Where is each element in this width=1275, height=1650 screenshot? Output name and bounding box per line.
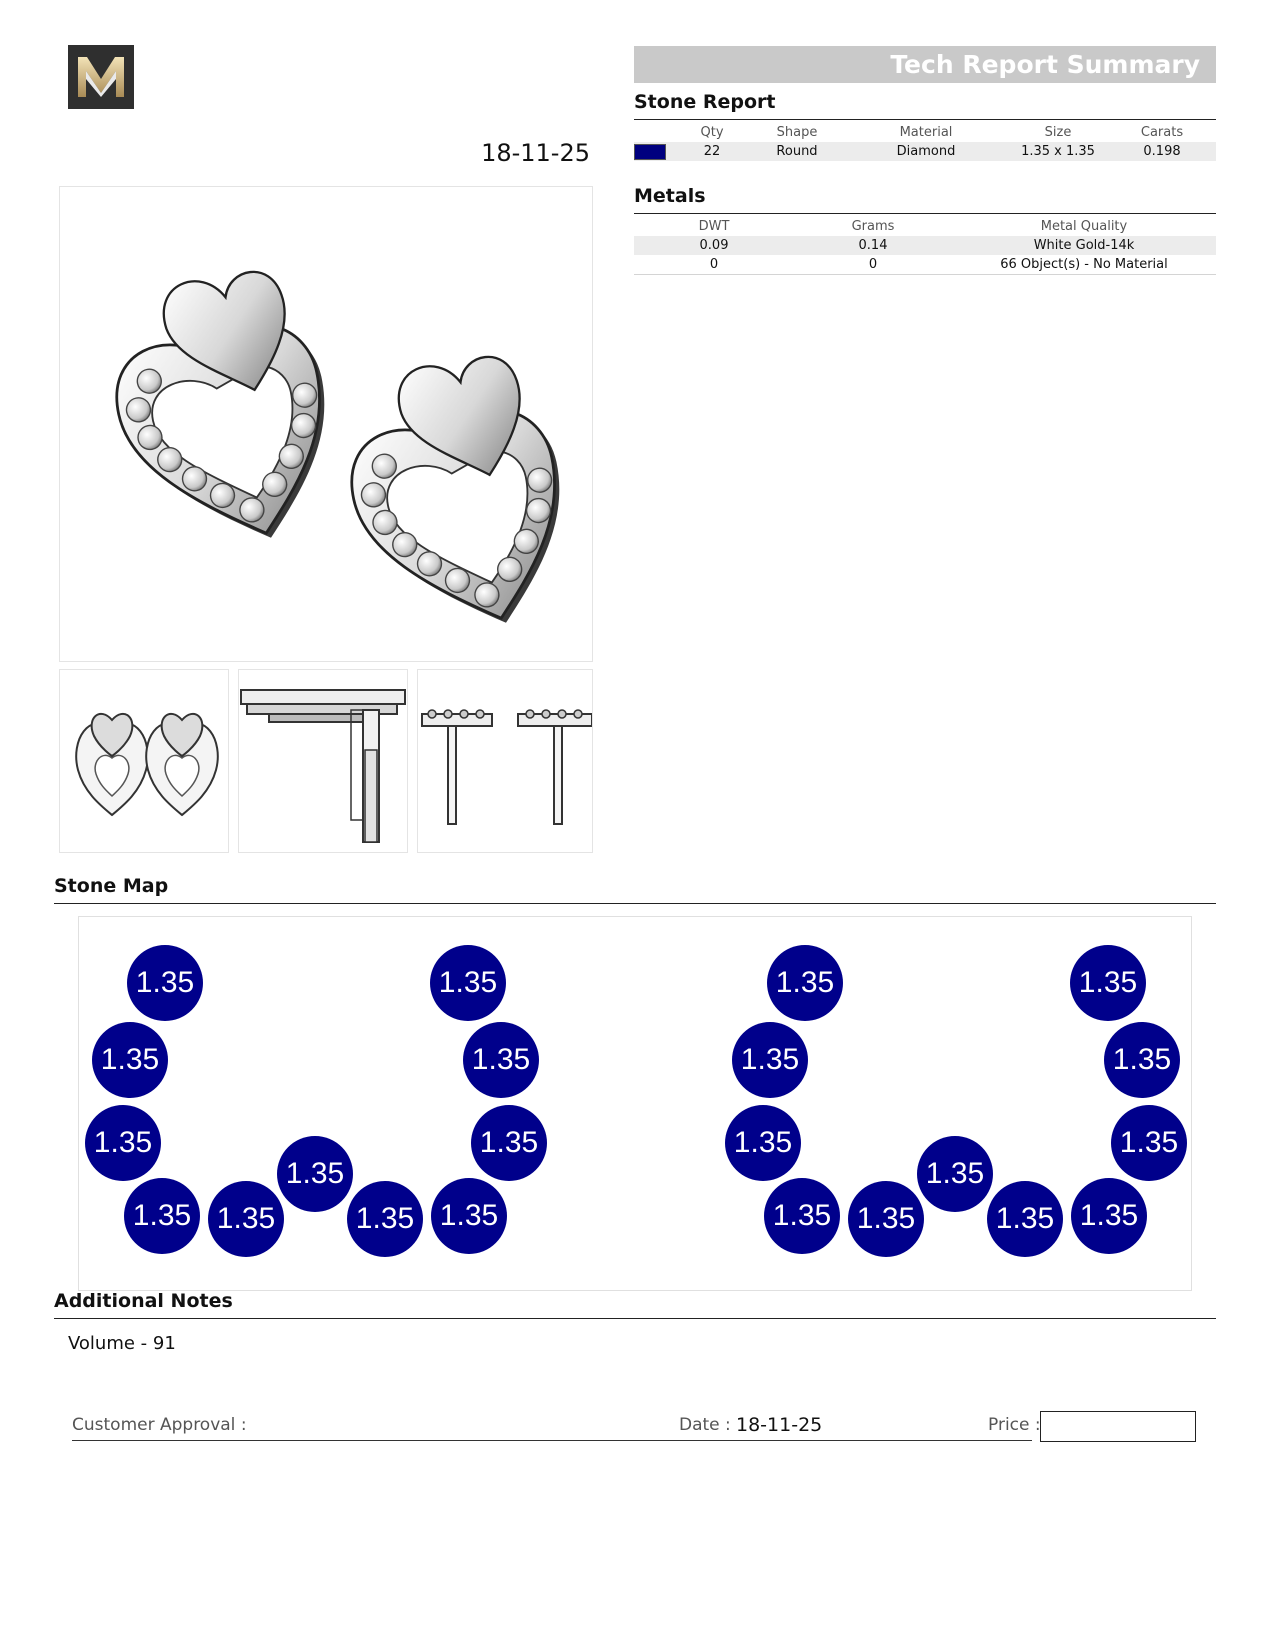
- report-title-bar: Tech Report Summary: [634, 46, 1216, 83]
- table-row: 0 0 66 Object(s) - No Material: [634, 255, 1216, 275]
- metal-grams: 0.14: [794, 236, 952, 255]
- additional-notes-title: Additional Notes: [54, 1290, 233, 1312]
- document-date: 18-11-25: [481, 139, 590, 167]
- column-header-grams: Grams: [851, 218, 895, 234]
- metals-header-row: DWT Grams Metal Quality: [634, 216, 1216, 236]
- stone-qty: 22: [674, 142, 750, 161]
- metal-quality: White Gold-14k: [952, 236, 1216, 255]
- stone-marker: 1.35: [127, 945, 203, 1021]
- table-row: 0.09 0.14 White Gold-14k: [634, 236, 1216, 255]
- additional-notes-rule: [54, 1318, 1216, 1319]
- stone-report-title: Stone Report: [634, 91, 776, 113]
- stone-marker: 1.35: [1071, 1178, 1147, 1254]
- stone-color-swatch: [634, 143, 666, 160]
- metals-rule: [634, 213, 1216, 214]
- thumbnail-profile-view[interactable]: [417, 669, 593, 853]
- metal-dwt: 0: [634, 255, 794, 275]
- stone-report-table: Qty Shape Material Size Carats 22 Round …: [634, 122, 1216, 161]
- column-header-material: Material: [899, 124, 953, 140]
- stone-marker: 1.35: [987, 1181, 1063, 1257]
- stone-marker: 1.35: [471, 1105, 547, 1181]
- stone-map-rule: [54, 903, 1216, 904]
- column-header-carats: Carats: [1140, 124, 1184, 140]
- stone-marker: 1.35: [917, 1136, 993, 1212]
- stone-report-rule: [634, 119, 1216, 120]
- approval-date-value: 18-11-25: [736, 1414, 823, 1436]
- stone-marker: 1.35: [208, 1181, 284, 1257]
- stone-marker: 1.35: [732, 1022, 808, 1098]
- price-label: Price :: [988, 1415, 1041, 1435]
- column-header-size: Size: [1044, 124, 1072, 140]
- stone-marker: 1.35: [1111, 1105, 1187, 1181]
- stone-marker: 1.35: [848, 1181, 924, 1257]
- column-header-dwt: DWT: [698, 218, 730, 234]
- stone-marker: 1.35: [85, 1105, 161, 1181]
- metal-quality: 66 Object(s) - No Material: [952, 255, 1216, 275]
- stone-carats: 0.198: [1108, 142, 1216, 161]
- stone-map: 1.35 1.35 1.35 1.35 1.35 1.35 1.35 1.35 …: [78, 916, 1192, 1291]
- heart-earrings-render-icon: [93, 257, 589, 650]
- logo: [68, 45, 134, 109]
- column-header-shape: Shape: [776, 124, 818, 140]
- earrings-profile-view-icon: [421, 709, 592, 825]
- metal-grams: 0: [794, 255, 952, 275]
- stone-marker: 1.35: [1104, 1022, 1180, 1098]
- earring-side-view-icon: [240, 689, 406, 843]
- stone-marker: 1.35: [1070, 945, 1146, 1021]
- table-row: 22 Round Diamond 1.35 x 1.35 0.198: [634, 142, 1216, 161]
- thumbnail-side-view[interactable]: [238, 669, 408, 853]
- stone-marker: 1.35: [92, 1022, 168, 1098]
- stone-shape: Round: [750, 142, 844, 161]
- column-header-qty: Qty: [700, 124, 724, 140]
- metal-dwt: 0.09: [634, 236, 794, 255]
- stone-size: 1.35 x 1.35: [1008, 142, 1108, 161]
- stone-marker: 1.35: [347, 1181, 423, 1257]
- report-title: Tech Report Summary: [890, 50, 1200, 79]
- metals-title: Metals: [634, 185, 706, 207]
- stone-marker: 1.35: [277, 1136, 353, 1212]
- stone-marker: 1.35: [767, 945, 843, 1021]
- earrings-front-view-icon: [75, 713, 219, 817]
- stone-material: Diamond: [844, 142, 1008, 161]
- stone-marker: 1.35: [725, 1105, 801, 1181]
- customer-approval-label: Customer Approval :: [72, 1415, 247, 1435]
- stone-marker: 1.35: [431, 1178, 507, 1254]
- main-product-image: [59, 186, 593, 662]
- stone-report-header-row: Qty Shape Material Size Carats: [634, 122, 1216, 142]
- thumbnail-front-view[interactable]: [59, 669, 229, 853]
- metals-table: DWT Grams Metal Quality 0.09 0.14 White …: [634, 216, 1216, 275]
- column-header-swatch: [634, 122, 674, 142]
- price-input-box[interactable]: [1040, 1411, 1196, 1442]
- approval-signature-line[interactable]: [72, 1440, 1032, 1441]
- notes-text: Volume - 91: [68, 1333, 176, 1354]
- stone-marker: 1.35: [124, 1178, 200, 1254]
- stone-marker: 1.35: [463, 1022, 539, 1098]
- logo-mark-icon: [78, 57, 124, 97]
- stone-marker: 1.35: [764, 1178, 840, 1254]
- stone-map-title: Stone Map: [54, 875, 169, 897]
- column-header-metal-quality: Metal Quality: [1040, 218, 1128, 234]
- stone-marker: 1.35: [430, 945, 506, 1021]
- approval-date-label: Date :: [679, 1415, 731, 1435]
